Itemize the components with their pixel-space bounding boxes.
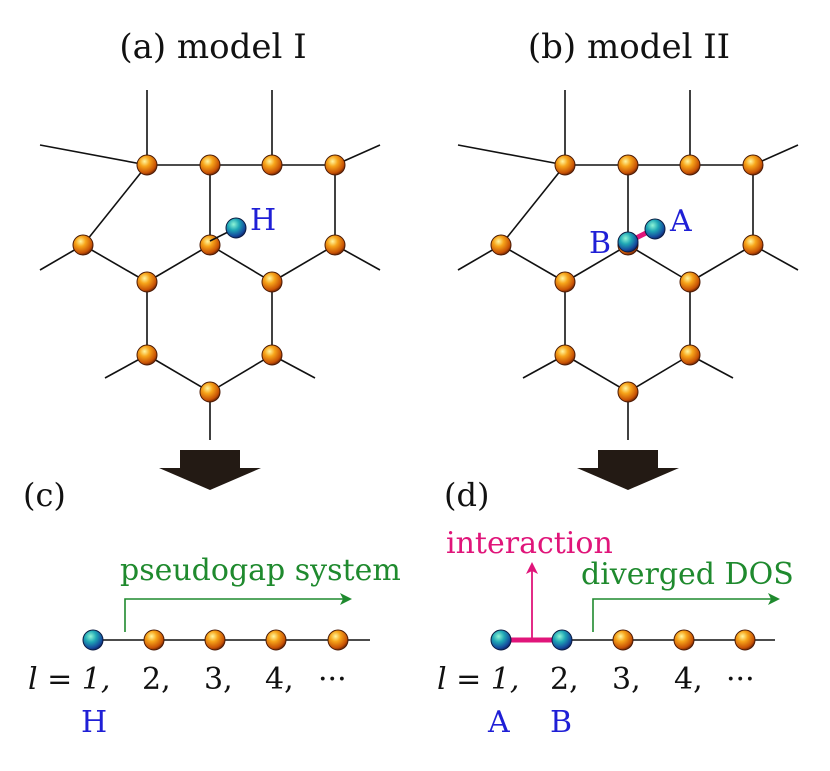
dos-text: diverged DOS	[581, 557, 794, 592]
chain-site-2	[551, 629, 573, 651]
chain-site-4	[673, 629, 695, 651]
lattice-atom	[136, 344, 158, 366]
chain-site-1	[82, 629, 104, 651]
lattice-bond	[271, 244, 336, 283]
lattice-model-ii	[457, 90, 799, 440]
lattice-atom	[554, 344, 576, 366]
lattice-atom	[742, 234, 764, 256]
lattice-bond	[146, 244, 211, 283]
lattice-atom	[679, 344, 701, 366]
chain-d-sites	[490, 629, 756, 651]
lattice-atom	[324, 234, 346, 256]
chain-site-3	[204, 629, 226, 651]
chain-d-index-3: 3,	[612, 662, 641, 697]
panel-c-label: (c)	[23, 476, 66, 514]
chain-c-sites	[82, 629, 349, 651]
chain-c-index-1: l = 1,	[28, 662, 110, 697]
adatom-h	[225, 217, 247, 239]
lattice-model-i	[39, 90, 381, 440]
pseudogap-text: pseudogap system	[120, 553, 401, 588]
lattice-atom	[679, 154, 701, 176]
panel-d-label: (d)	[444, 476, 489, 514]
down-arrow-a	[159, 450, 261, 490]
lattice-atom	[679, 271, 701, 293]
lattice-bond	[209, 354, 273, 393]
chain-c-site1-label: H	[81, 705, 107, 740]
lattice-atom	[554, 271, 576, 293]
lattice-bond	[82, 164, 148, 246]
chain-site-5	[327, 629, 349, 651]
pseudogap-arrow	[124, 598, 346, 632]
chain-site-3	[612, 629, 634, 651]
lattice-bond-stub	[457, 144, 566, 166]
lattice-bond	[627, 244, 691, 283]
chain-c-ellipsis: ···	[318, 662, 347, 697]
lattice-bond	[146, 354, 211, 393]
lattice-atom	[199, 234, 221, 256]
lattice-atom	[490, 234, 512, 256]
down-arrow-b	[577, 450, 679, 490]
lattice-bond	[500, 244, 566, 283]
chain-c-index-2: 2,	[142, 662, 171, 697]
site-b	[617, 231, 639, 253]
lattice-atom	[199, 381, 221, 403]
lattice-bond	[500, 164, 566, 246]
chain-d-site1-label: A	[487, 705, 510, 740]
pseudogap-arrowhead	[340, 593, 352, 605]
interaction-text: interaction	[446, 526, 613, 561]
chain-site-5	[734, 629, 756, 651]
lattice-atom	[261, 154, 283, 176]
lattice-bond	[564, 354, 629, 393]
chain-site-4	[265, 629, 287, 651]
chain-d-ellipsis: ···	[726, 662, 755, 697]
chain-d-index-2: 2,	[550, 662, 579, 697]
chain-d-index-4: 4,	[674, 662, 703, 697]
lattice-atom	[136, 271, 158, 293]
lattice-bond	[564, 244, 629, 283]
lattice-bond	[82, 244, 148, 283]
chain-site-2	[143, 629, 165, 651]
lattice-atom	[199, 154, 221, 176]
lattice-atom	[261, 271, 283, 293]
dos-arrowhead	[768, 593, 780, 605]
dos-arrow	[592, 598, 774, 632]
site-b-label: B	[589, 226, 611, 261]
lattice-atom	[72, 234, 94, 256]
lattice-atom	[742, 154, 764, 176]
chain-c-index-4: 4,	[265, 662, 294, 697]
lattice-atom	[617, 381, 639, 403]
lattice-atom	[261, 344, 283, 366]
lattice-atom	[324, 154, 346, 176]
chain-site-1	[490, 629, 512, 651]
interaction-arrowhead	[526, 562, 538, 574]
chain-d-site2-label: B	[550, 705, 572, 740]
lattice-bond	[627, 354, 691, 393]
lattice-atom	[136, 154, 158, 176]
panel-b-title: (b) model II	[528, 27, 730, 67]
chain-c-index-3: 3,	[204, 662, 233, 697]
lattice-atom	[617, 154, 639, 176]
lattice-bond	[689, 244, 754, 283]
site-a-label: A	[669, 204, 692, 239]
chain-d-index-1: l = 1,	[437, 662, 519, 697]
panel-a-title: (a) model I	[119, 27, 306, 67]
adatom-h-label: H	[250, 203, 276, 238]
lattice-atom	[554, 154, 576, 176]
lattice-bond	[209, 244, 273, 283]
lattice-bond-stub	[39, 144, 148, 166]
site-a	[644, 218, 666, 240]
